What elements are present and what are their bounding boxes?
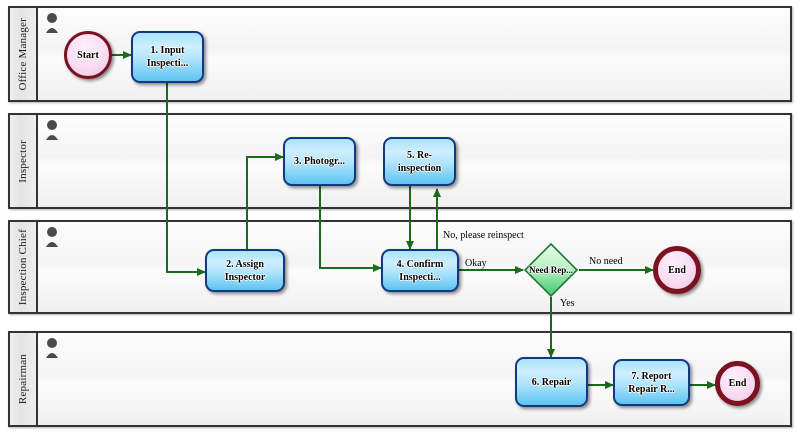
gateway-need-repair[interactable]: Need Rep... [523, 242, 579, 298]
lane-body-inspection-chief [38, 222, 790, 312]
lane-header-inspector: Inspector [10, 115, 38, 207]
end-event-repairman[interactable]: End [715, 361, 760, 406]
lane-title-inspection-chief: Inspection Chief [17, 228, 29, 306]
task-7-label: 7. Report Repair R... [628, 370, 675, 395]
task-7-report-repair-result[interactable]: 7. Report Repair R... [613, 359, 690, 406]
start-event-label: Start [77, 49, 99, 61]
end-event-chief-label: End [668, 264, 686, 276]
task-5-label: 5. Re-inspection [397, 149, 442, 174]
edge-label-reinspect: No, please reinspect [443, 230, 524, 241]
lane-body-repairman [38, 333, 790, 425]
lane-body-office-manager [38, 8, 790, 100]
person-icon [46, 338, 58, 358]
task-3-photograph[interactable]: 3. Photogr... [283, 137, 356, 186]
lane-title-inspector: Inspector [17, 139, 29, 183]
task-5-re-inspection[interactable]: 5. Re-inspection [383, 137, 456, 186]
task-2-label: 2. Assign Inspector [224, 258, 266, 283]
lane-body-inspector [38, 115, 790, 207]
lane-title-office-manager: Office Manager [17, 17, 29, 91]
gateway-label: Need Rep... [529, 264, 573, 275]
task-6-repair[interactable]: 6. Repair [515, 357, 588, 407]
edge-label-no-need: No need [589, 256, 623, 267]
lane-header-inspection-chief: Inspection Chief [10, 222, 38, 312]
task-1-input-inspection[interactable]: 1. Input Inspecti... [131, 31, 204, 83]
edge-label-okay: Okay [465, 258, 487, 269]
person-icon [46, 227, 58, 247]
end-event-inspection-chief[interactable]: End [653, 246, 701, 294]
task-4-label: 4. Confirm Inspecti... [396, 258, 444, 283]
lane-office-manager[interactable]: Office Manager [8, 6, 792, 102]
lane-title-repairman: Repairman [17, 353, 29, 405]
diamond-icon [523, 242, 579, 298]
task-2-assign-inspector[interactable]: 2. Assign Inspector [205, 249, 285, 292]
lane-header-office-manager: Office Manager [10, 8, 38, 100]
task-6-label: 6. Repair [531, 376, 572, 388]
task-4-confirm-inspection[interactable]: 4. Confirm Inspecti... [381, 249, 459, 292]
start-event[interactable]: Start [64, 31, 112, 79]
task-1-label: 1. Input Inspecti... [146, 45, 189, 69]
person-icon [46, 120, 58, 140]
person-icon [46, 13, 58, 33]
end-event-repairman-label: End [728, 378, 747, 389]
lane-repairman[interactable]: Repairman [8, 331, 792, 427]
lane-header-repairman: Repairman [10, 333, 38, 425]
edge-label-yes: Yes [560, 298, 575, 309]
task-3-label: 3. Photogr... [293, 156, 346, 167]
